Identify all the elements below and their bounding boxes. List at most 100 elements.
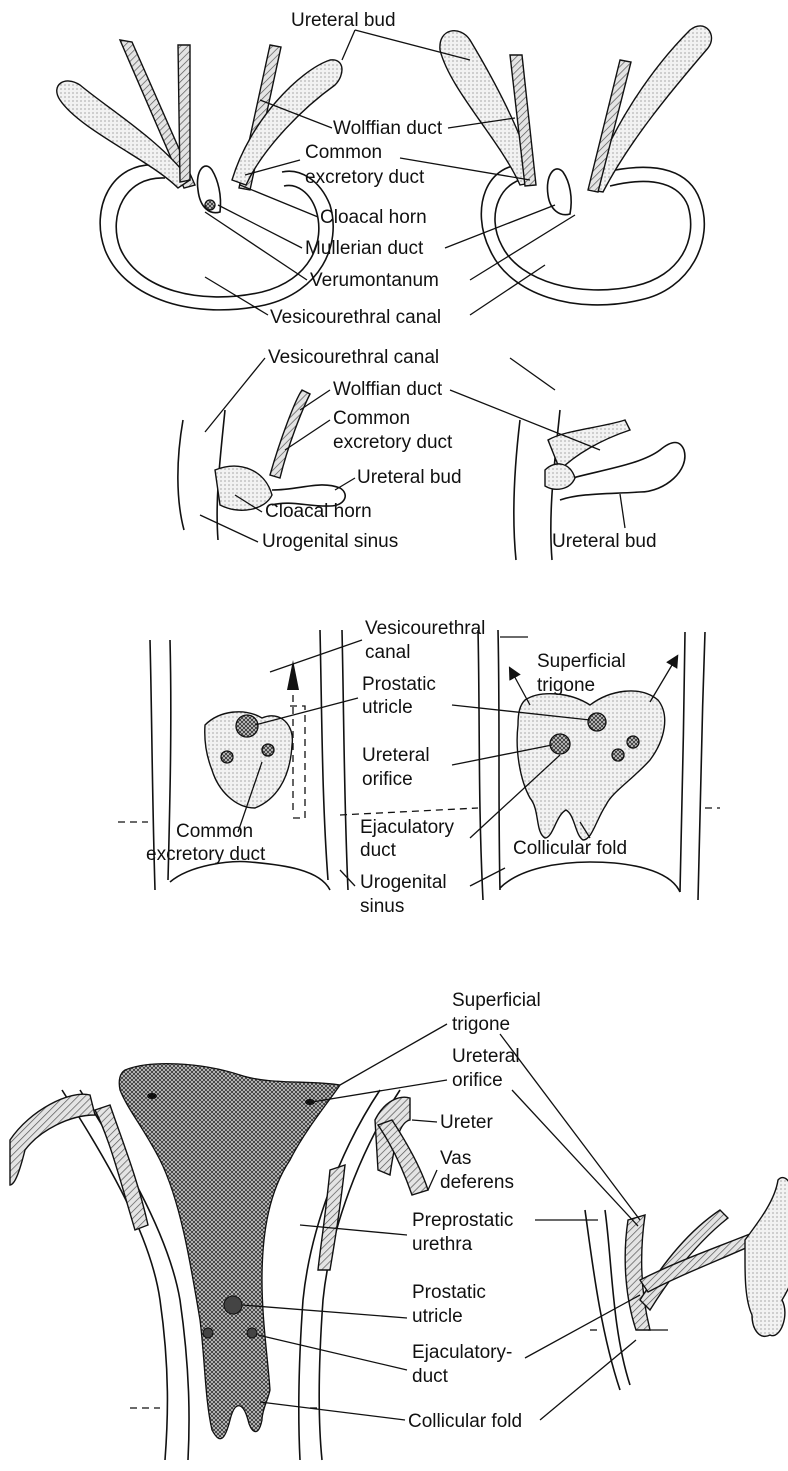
right-sinus-wall-1 (514, 420, 520, 560)
p4-superficial-trigone (119, 1064, 340, 1439)
p3-right-sinus-arc (500, 862, 680, 892)
right-bladder-inner (495, 178, 691, 290)
label-vesicourethral: Vesicourethral (365, 618, 485, 639)
leader-ej4-right (525, 1295, 640, 1358)
label-sinus: sinus (360, 896, 404, 917)
label-preprostatic: Preprostatic (412, 1210, 513, 1231)
p3-right-duct-opening-2 (627, 736, 639, 748)
leader-vas (428, 1170, 437, 1190)
left-mullerian-opening (205, 200, 215, 210)
label-collicular-fold-1: Collicular fold (513, 838, 627, 859)
left-sinus-wall (178, 420, 184, 530)
left-wolffian-duct-p2 (270, 390, 310, 478)
left-junction (215, 466, 272, 510)
p3-left-wall-3 (320, 630, 328, 880)
p4-ejaculatory-opening-2 (247, 1328, 257, 1338)
p4-side-wall-1 (585, 1210, 620, 1390)
label-prostatic-1: Prostatic (362, 674, 436, 695)
leader-cf4-right (540, 1340, 636, 1420)
p4-ejaculatory-opening-1 (203, 1328, 213, 1338)
leader-ub3 (620, 494, 625, 528)
label-urogenital: Urogenital (360, 872, 447, 893)
label-ureteral-bud-3: Ureteral bud (552, 531, 657, 552)
label-ureteral-bud: Ureteral bud (291, 10, 396, 31)
label-cloacal-horn-1: Cloacal horn (320, 207, 427, 228)
label-cloacal-horn-2: Cloacal horn (265, 501, 372, 522)
p3-right-arrow-left (512, 672, 530, 705)
label-excretory-duct-2: excretory duct (333, 432, 453, 453)
label-vesicourethral-canal-2: Vesicourethral canal (268, 347, 439, 368)
p3-right-wall-2 (498, 630, 500, 890)
label-common-1: Common (305, 142, 382, 163)
leader-ureteral-bud-left (342, 30, 355, 60)
leader-v3-left (270, 640, 362, 672)
panel-2-labels: Vesicourethral canal Wolffian duct Commo… (200, 347, 657, 552)
label-common-2: Common (333, 408, 410, 429)
p3-left-wall-4 (342, 630, 348, 890)
label-common-excretory-duct-3: excretory duct (146, 844, 266, 865)
panel-4-adult (10, 1064, 788, 1460)
leader-verum-left (205, 212, 307, 280)
panel-4-labels: Superficial trigone Ureteral orifice Ure… (242, 990, 640, 1432)
label-wolffian-duct: Wolffian duct (333, 118, 443, 139)
left-bladder-inner (116, 178, 319, 297)
label-orifice-2: orifice (452, 1070, 503, 1091)
leader-w2-right (450, 390, 600, 450)
label-utricle-1: utricle (362, 697, 413, 718)
p3-left-sinus-arc (170, 862, 330, 890)
p3-right-utricle (588, 713, 606, 731)
label-vesicourethral-canal-1: Vesicourethral canal (270, 307, 441, 328)
p3-left-dashed-bracket (290, 706, 305, 818)
p4-left-vas (10, 1094, 95, 1185)
leader-us2 (200, 515, 258, 542)
leader-mullerian-left (218, 205, 302, 248)
label-trigone-1: trigone (537, 675, 595, 696)
label-duct-1: duct (360, 840, 397, 861)
p3-right-trigone (517, 691, 665, 840)
leader-st4-left (340, 1024, 447, 1085)
p3-left-utricle (236, 715, 258, 737)
label-excretory-duct-1: excretory duct (305, 167, 425, 188)
label-canal: canal (365, 642, 410, 663)
label-wolffian-duct-2: Wolffian duct (333, 379, 443, 400)
right-junction-p2 (545, 464, 575, 489)
leader-st4-right (500, 1034, 640, 1220)
leader-v2-right (510, 358, 555, 390)
p4-side-trigone (625, 1215, 650, 1330)
label-ejaculatory-2: Ejaculatory- (412, 1342, 512, 1363)
label-superficial-1: Superficial (537, 651, 626, 672)
label-ureteral-1: Ureteral (362, 745, 430, 766)
label-prostatic-2: Prostatic (412, 1282, 486, 1303)
label-ureteral-bud-2: Ureteral bud (357, 467, 462, 488)
label-verumontanum: Verumontanum (310, 270, 439, 291)
leader-ureter (412, 1120, 437, 1122)
label-collicular-fold-2: Collicular fold (408, 1411, 522, 1432)
left-duct-3 (178, 45, 190, 182)
label-ejaculatory-1: Ejaculatory (360, 817, 454, 838)
p3-right-duct-opening (612, 749, 624, 761)
label-deferens: deferens (440, 1172, 514, 1193)
right-cloacal-horn (547, 169, 571, 215)
label-utricle-2: utricle (412, 1306, 463, 1327)
p3-right-wall-1 (478, 630, 483, 900)
label-ureter: Ureter (440, 1112, 493, 1133)
p3-mid-level-dash (340, 808, 478, 815)
p4-prostatic-utricle (224, 1296, 242, 1314)
label-urethra: urethra (412, 1234, 473, 1255)
p3-right-arrow-right (650, 660, 675, 702)
label-trigone-2: trigone (452, 1014, 510, 1035)
label-urogenital-sinus: Urogenital sinus (262, 531, 398, 552)
p3-left-duct-opening-1 (221, 751, 233, 763)
p3-right-wall-3 (680, 632, 685, 892)
label-mullerian-duct: Mullerian duct (305, 238, 424, 259)
label-superficial-2: Superficial (452, 990, 541, 1011)
label-duct-2: duct (412, 1366, 449, 1387)
label-common-3: Common (176, 821, 253, 842)
p3-right-wall-4 (698, 632, 705, 900)
leader-ej4-left (258, 1335, 407, 1370)
leader-v2-left (205, 358, 265, 432)
leader-pu3-left (255, 698, 358, 725)
p4-side-seminal-vesicle (745, 1178, 788, 1337)
